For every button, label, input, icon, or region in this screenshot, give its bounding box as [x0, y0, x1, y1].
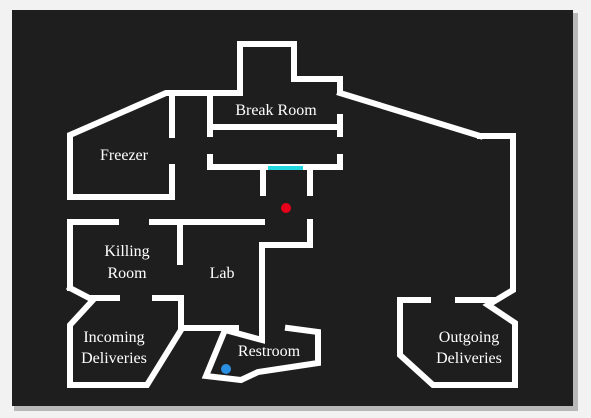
red-marker[interactable]	[281, 203, 291, 213]
room-label-outgoing-line2: Deliveries	[436, 350, 502, 367]
room-label-break-room: Break Room	[235, 102, 317, 119]
room-label-incoming-line1: Incoming	[83, 329, 144, 346]
room-label-incoming-line2: Deliveries	[81, 350, 147, 367]
room-label-killing-line2: Room	[107, 265, 147, 282]
blue-marker[interactable]	[221, 364, 231, 374]
walls	[65, 41, 518, 388]
room-label-outgoing-line1: Outgoing	[439, 329, 499, 346]
room-label-restroom: Restroom	[238, 343, 301, 360]
room-label-killing-line1: Killing	[104, 243, 149, 260]
room-label-freezer: Freezer	[100, 147, 149, 164]
room-label-lab: Lab	[210, 265, 235, 282]
